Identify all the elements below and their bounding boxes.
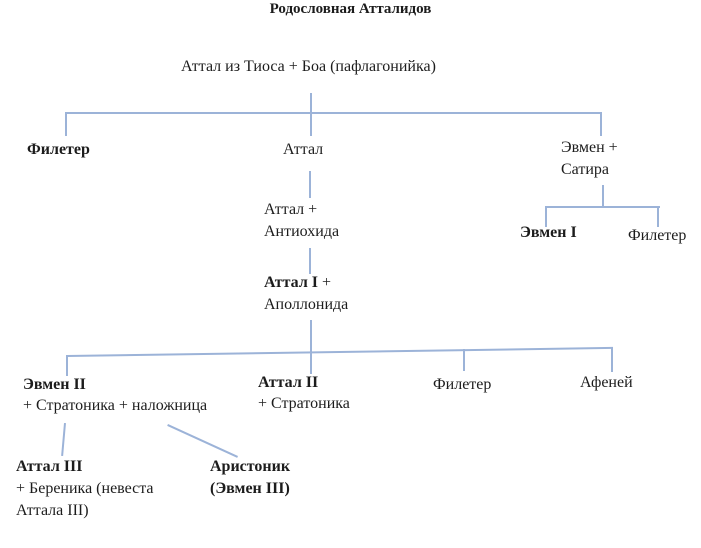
node-eumenes-ii: Эвмен II + Стратоника + наложница xyxy=(23,374,207,416)
node-attalus-antiochis-line1: Аттал + xyxy=(264,201,318,218)
node-eumenes-ii-spouses: + Стратоника + наложница xyxy=(23,397,208,414)
connector-gen2-bar xyxy=(545,206,660,208)
connector-philetaerus-b-drop xyxy=(657,206,659,227)
node-eumenes-ii-name: Эвмен II xyxy=(23,376,86,393)
node-aristonicus-line2: (Эвмен III) xyxy=(210,480,290,497)
node-attalus-ii-spouse: + Стратоника xyxy=(258,395,350,412)
node-attalus-ii-name: Аттал II xyxy=(258,374,319,391)
node-attalus-of-tios: Аттал из Тиоса + Боа (пафлагонийка) xyxy=(181,58,436,75)
node-eumenes-satyra-line1: Эвмен + xyxy=(561,139,618,156)
node-attalus-i-line2: Аполлонида xyxy=(264,296,349,313)
diagram-title: Родословная Атталидов xyxy=(269,1,432,17)
node-attalus: Аттал xyxy=(283,141,324,158)
node-attalus-antiochis-line2: Антиохида xyxy=(264,223,340,240)
node-attalus-iii-name: Аттал III xyxy=(16,458,83,475)
connector-gen4-bar xyxy=(67,346,613,357)
connector-philetaerus-c-drop xyxy=(463,349,465,371)
connector-attalus-iii-stem xyxy=(61,423,66,457)
node-attalus-ii: Аттал II + Стратоника xyxy=(258,372,350,414)
node-attalus-iii-line2: + Береника (невеста xyxy=(16,480,154,497)
connector-attalus-stem xyxy=(309,171,311,198)
connector-eumenes-i-drop xyxy=(545,206,547,227)
connector-athenaeus-drop xyxy=(611,347,613,372)
node-athenaeus: Афеней xyxy=(580,374,633,391)
connector-gen1-left-drop xyxy=(65,112,67,136)
connector-gen1-bar xyxy=(65,112,602,114)
node-attalus-iii-line3: Аттала III) xyxy=(16,502,89,519)
node-attalus-iii: Аттал III + Береника (невеста Аттала III… xyxy=(16,456,154,522)
node-eumenes-satyra-line2: Сатира xyxy=(561,161,610,178)
node-attalus-i-suffix: + xyxy=(318,274,332,291)
node-attalus-i-name: Аттал I xyxy=(264,274,319,291)
node-eumenes-satyra: Эвмен + Сатира xyxy=(561,137,618,181)
connector-aristonicus-diagonal xyxy=(167,424,239,458)
connector-antiochis-stem xyxy=(309,248,311,274)
connector-gen1-right-drop xyxy=(600,112,602,136)
node-philetaerus-founder: Филетер xyxy=(27,141,90,158)
node-aristonicus: Аристоник (Эвмен III) xyxy=(210,456,290,500)
node-attalus-i-apollonis: Аттал I + Аполлонида xyxy=(264,272,348,316)
node-eumenes-i: Эвмен I xyxy=(520,224,577,241)
node-aristonicus-line1: Аристоник xyxy=(210,458,291,475)
node-philetaerus-c: Филетер xyxy=(433,376,492,393)
connector-eumenes-ii-drop xyxy=(66,355,68,376)
connector-apollonis-stem xyxy=(310,320,312,374)
connector-root-stem xyxy=(310,93,312,136)
node-attalus-antiochis: Аттал + Антиохида xyxy=(264,199,339,243)
node-philetaerus-b: Филетер xyxy=(628,227,687,244)
node-attalus-i-line1: Аттал I + xyxy=(264,272,348,294)
connector-satyra-stem xyxy=(602,185,604,207)
